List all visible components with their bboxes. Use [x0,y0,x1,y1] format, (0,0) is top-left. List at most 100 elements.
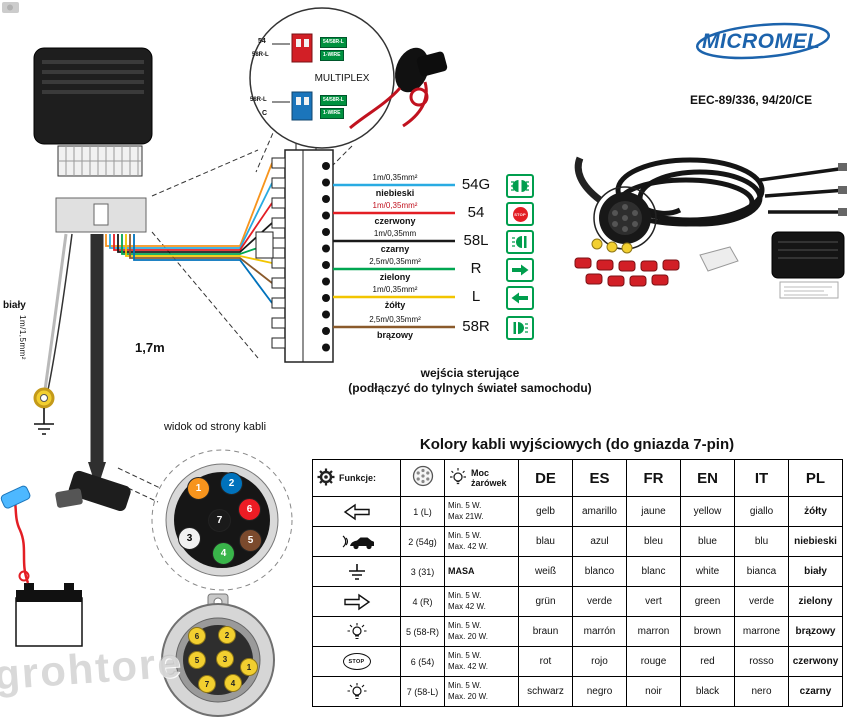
ground-symbol [34,408,54,435]
bulb-power-cell: Min. 5 W.Max 21W. [444,496,519,527]
wire-color-name: żółty [384,300,406,310]
tail-light-right-icon [506,316,534,340]
stop-icon: STOP [312,646,401,677]
fuse-holder-photo [349,47,448,130]
kit-photo [574,156,847,299]
header-lang-de: DE [518,459,573,497]
color-name-cell: brown [680,616,735,647]
color-name-cell: niebieski [788,526,843,557]
bulb-power-cell: Min. 5 W.Max. 42 W. [444,526,519,557]
color-name-cell: blanco [572,556,627,587]
multiplex-label-58rl-bottom: 58R-L [250,97,267,103]
wire-spec-label: 2,5m/0,35mm² [369,315,421,324]
color-name-cell: jaune [626,496,681,527]
white-wire-spec: 1m/1,5mm² [18,315,27,360]
color-name-cell: czarny [788,676,843,707]
pin-function-label: 6 (54) [400,646,445,677]
micromel-logo-swoosh [695,22,831,60]
certification-text: EEC-89/336, 94/20/CE [690,93,813,107]
arrow-left-icon [506,286,534,310]
color-name-cell: negro [572,676,627,707]
wire-color-name: brązowy [376,330,413,340]
color-name-cell: azul [572,526,627,557]
battery [0,485,83,647]
pin-function-label: 2 (54g) [400,526,445,557]
multiplex-label-58rl-top: 58R-L [252,52,269,58]
header-funkcje: Funkcje: [312,459,401,497]
color-name-cell: schwarz [518,676,573,707]
wire-color-name: zielony [379,272,411,282]
pin-function-label: 1 (L) [400,496,445,527]
arrow-left-icon [312,496,401,527]
header-lang-es: ES [572,459,627,497]
socket-pin: 2 [218,626,236,644]
multiplex-tag-bottom-1: 54/58R-L [320,95,347,106]
wire-spec-label: 2,5m/0,35mm² [369,257,421,266]
plug-pin-2: 2 [220,472,243,495]
terminal-label-58l: 58L [463,232,489,249]
plug-pin-3: 3 [178,527,201,550]
color-name-cell: marrone [734,616,789,647]
multiplex-tag-bottom-2: 1-WIRE [320,108,344,119]
multiplex-label-54: 54 [258,38,266,45]
plug-view-label: widok od strony kabli [163,421,267,433]
color-name-cell: zielony [788,586,843,617]
terminal-label-58r: 58R [462,318,490,335]
color-name-cell: nero [734,676,789,707]
color-name-cell: amarillo [572,496,627,527]
color-name-cell: green [680,586,735,617]
socket-pin: 3 [216,650,234,668]
bulb-power-cell: MASA [444,556,519,587]
connector-face-icon [411,465,435,491]
color-name-cell: rojo [572,646,627,677]
color-name-cell: vert [626,586,681,617]
white-wire-label: biały [3,300,26,311]
color-name-cell: giallo [734,496,789,527]
socket-pin: 1 [240,658,258,676]
control-inputs-note-line2: (podłączyć do tylnych świateł samochodu) [348,381,592,395]
gear-icon [317,468,335,488]
arrow-right-icon [312,586,401,617]
multiplex-label-c: C [262,110,268,117]
socket-pin: 6 [188,627,206,645]
control-inputs-note-line1: wejścia sterujące [420,366,520,380]
color-name-cell: gelb [518,496,573,527]
plug-pin-4: 4 [212,542,235,565]
color-name-cell: żółty [788,496,843,527]
color-name-cell: white [680,556,735,587]
header-moc-label: Moc żarówek [471,467,507,488]
terminal-label-54g: 54G [461,176,491,193]
pin-function-label: 7 (58-L) [400,676,445,707]
color-name-cell: rosso [734,646,789,677]
header-lang-fr: FR [626,459,681,497]
ground-icon [312,556,401,587]
plug-view [55,449,293,591]
plug-pin-5: 5 [239,529,262,552]
wire-spec-label: 1m/0,35mm² [372,201,418,210]
multiplex-title: MULTIPLEX [314,73,370,84]
header-pin-column [400,459,445,497]
socket-pin: 7 [198,675,216,693]
table-title: Kolory kabli wyjściowych (do gniazda 7-p… [419,436,735,453]
color-name-cell: blu [734,526,789,557]
wire-color-name: czarny [380,244,410,254]
plug-pin-6: 6 [238,498,261,521]
multiplex-tag-top-2: 1-WIRE [320,50,344,61]
lamp-icon [312,676,401,707]
terminal-label-r: R [470,260,482,277]
connector-ladder [255,139,334,363]
color-name-cell: biały [788,556,843,587]
terminal-label-54: 54 [467,204,485,221]
color-table-section: Kolory kabli wyjściowych (do gniazda 7-p… [312,436,843,707]
plug-pin-1: 1 [187,477,210,500]
wire-color-name: czerwony [374,216,416,226]
bulb-power-cell: Min. 5 W.Max 42 W. [444,586,519,617]
